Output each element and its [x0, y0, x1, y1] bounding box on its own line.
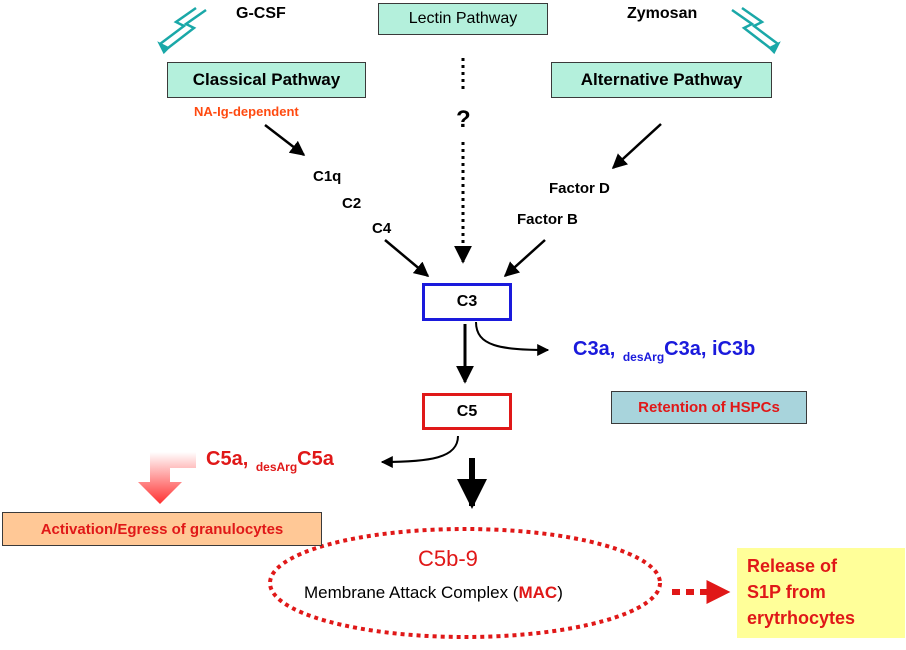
release-line-2: S1P from — [747, 582, 826, 602]
classical-note-label: NA-Ig-dependent — [194, 104, 299, 119]
c5-products-rest: C5a — [297, 448, 334, 470]
lectin-pathway-box: Lectin Pathway — [378, 3, 548, 35]
zymosan-label: Zymosan — [627, 5, 698, 22]
activation-box: Activation/Egress of granulocytes — [2, 512, 322, 546]
mac-description: Membrane Attack Complex (MAC) — [304, 583, 563, 603]
c5-products-label: C5a, desArgC5a — [206, 448, 334, 474]
mac-title: C5b-9 — [418, 546, 478, 571]
c3a-text: C3a, — [573, 338, 616, 360]
lectin-pathway-label: Lectin Pathway — [408, 10, 518, 27]
c5-desarg-subscript: desArg — [255, 460, 298, 474]
c1q-label: C1q — [313, 168, 342, 185]
retention-label: Retention of HSPCs — [638, 399, 780, 416]
gcsf-lightning-icon — [157, 6, 207, 55]
c3-products-label: C3a, desArgC3a, iC3b — [573, 338, 756, 364]
release-line-1: Release of — [747, 556, 838, 576]
release-line-3: erytrhocytes — [747, 608, 856, 628]
mac-abbr: MAC — [518, 583, 558, 602]
mac-text-pre: Membrane Attack Complex ( — [304, 583, 519, 602]
factor-b-label: Factor B — [517, 211, 578, 228]
factor-d-label: Factor D — [549, 180, 610, 197]
classical-pathway-label: Classical Pathway — [192, 70, 341, 89]
classical-pathway-box: Classical Pathway — [167, 62, 366, 98]
c5a-text: C5a, — [206, 448, 249, 470]
factor-b-to-c3-arrow — [503, 239, 546, 278]
release-box: Release of S1P from erytrhocytes — [737, 548, 905, 638]
lectin-unknown-label: ? — [456, 106, 471, 133]
c3-label: C3 — [456, 293, 478, 310]
c5-label: C5 — [456, 402, 478, 420]
alternative-pathway-label: Alternative Pathway — [580, 70, 743, 89]
mac-ellipse — [268, 527, 662, 639]
granulocyte-gradient-arrow — [138, 452, 196, 504]
c5-box: C5 — [422, 393, 512, 430]
classical-to-c1q-arrow — [264, 124, 306, 156]
alternative-to-factor-d-arrow — [611, 123, 662, 170]
c3-box: C3 — [422, 283, 512, 321]
activation-label: Activation/Egress of granulocytes — [40, 520, 284, 538]
c5-to-products-arrow — [380, 435, 459, 468]
c4-to-c3-arrow — [384, 239, 430, 277]
c3-products-rest: C3a, iC3b — [664, 338, 756, 360]
gcsf-label: G-CSF — [236, 5, 286, 22]
c3-desarg-subscript: desArg — [622, 350, 665, 364]
alternative-pathway-box: Alternative Pathway — [551, 62, 772, 98]
mac-text-post: ) — [557, 583, 563, 602]
c2-label: C2 — [342, 195, 362, 212]
c4-label: C4 — [372, 220, 392, 237]
c3-to-products-arrow — [475, 321, 550, 356]
zymosan-lightning-icon — [731, 6, 781, 55]
retention-box: Retention of HSPCs — [611, 391, 807, 424]
